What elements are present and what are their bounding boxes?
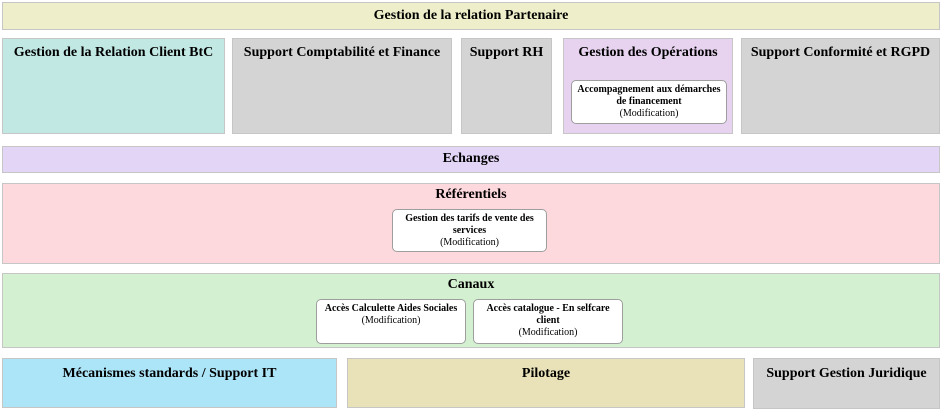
feature-acces-catalogue-selfcare-client: Accès catalogue - En selfcare client (Mo… [473, 299, 623, 344]
capability-label: Support Comptabilité et Finance [243, 45, 441, 60]
feature-status: (Modification) [619, 108, 679, 119]
band-label: Echanges [442, 151, 500, 167]
band-label: Canaux [447, 277, 495, 292]
capability-gestion-operations: Gestion des Opérations Accompagnement au… [563, 38, 733, 134]
feature-accompagnement-demarches-financement: Accompagnement aux démarches de financem… [571, 80, 727, 124]
capability-support-conformite-rgpd: Support Conformité et RGPD [741, 38, 940, 134]
feature-status: (Modification) [361, 315, 421, 326]
feature-acces-calculette-aides-sociales: Accès Calculette Aides Sociales (Modific… [316, 299, 466, 344]
band-canaux: Canaux Accès Calculette Aides Sociales (… [2, 273, 940, 348]
footer-pilotage: Pilotage [347, 358, 745, 408]
diagram-title: Gestion de la relation Partenaire [373, 7, 569, 23]
band-echanges: Echanges [2, 146, 940, 173]
feature-gestion-tarifs-vente-services: Gestion des tarifs de vente des services… [392, 209, 547, 252]
capability-gestion-relation-client-btc: Gestion de la Relation Client BtC [2, 38, 225, 134]
feature-title: Accès Calculette Aides Sociales [324, 303, 458, 314]
feature-title: Accompagnement aux démarches de financem… [577, 84, 721, 107]
feature-status: (Modification) [518, 327, 578, 338]
capability-label: Gestion des Opérations [578, 45, 718, 60]
footer-mecanismes-standards-support-it: Mécanismes standards / Support IT [2, 358, 337, 408]
footer-label: Support Gestion Juridique [766, 366, 927, 381]
band-referentiels: Référentiels Gestion des tarifs de vente… [2, 183, 940, 264]
feature-title: Accès catalogue - En selfcare client [486, 303, 610, 326]
footer-support-gestion-juridique: Support Gestion Juridique [753, 358, 940, 409]
footer-label: Mécanismes standards / Support IT [62, 366, 277, 381]
capability-support-rh: Support RH [461, 38, 552, 134]
capability-label: Gestion de la Relation Client BtC [13, 45, 214, 60]
capability-label: Support Conformité et RGPD [750, 45, 931, 60]
feature-title: Gestion des tarifs de vente des services [405, 213, 534, 236]
band-label: Référentiels [435, 187, 507, 202]
feature-status: (Modification) [440, 237, 499, 248]
footer-label: Pilotage [521, 366, 571, 381]
capability-support-comptabilite-finance: Support Comptabilité et Finance [232, 38, 452, 134]
header-bar: Gestion de la relation Partenaire [2, 2, 940, 30]
capability-label: Support RH [469, 45, 544, 60]
